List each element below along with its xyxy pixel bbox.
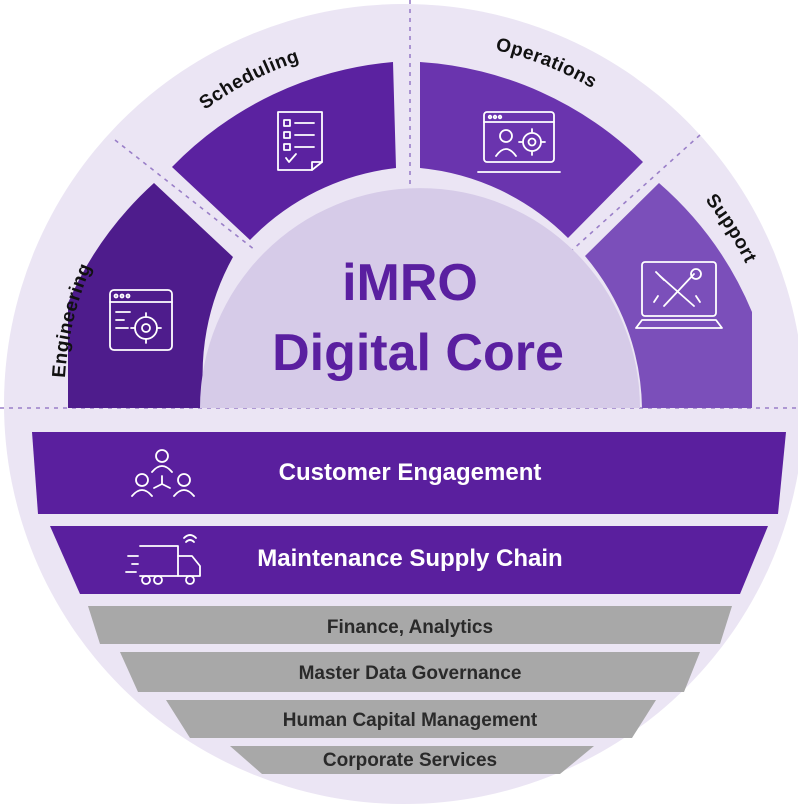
band-maintenance-supply-chain[interactable] bbox=[50, 526, 768, 594]
user-network-icon bbox=[131, 449, 195, 497]
layer-label-human-capital-management: Human Capital Management bbox=[283, 710, 538, 731]
checklist-document-icon bbox=[277, 111, 323, 171]
segment-support[interactable] bbox=[585, 183, 752, 408]
monitor-user-gear-icon bbox=[477, 111, 561, 173]
engineering-window-gear-icon bbox=[109, 289, 173, 351]
layer-finance-analytics[interactable] bbox=[88, 606, 732, 644]
core-area bbox=[200, 188, 640, 408]
segment-scheduling[interactable] bbox=[172, 62, 396, 240]
laptop-tools-icon bbox=[635, 261, 723, 329]
delivery-truck-icon bbox=[125, 534, 201, 585]
band-label-customer-engagement: Customer Engagement bbox=[279, 459, 542, 486]
layer-master-data-governance[interactable] bbox=[120, 652, 700, 692]
segment-engineering[interactable] bbox=[68, 183, 233, 408]
core-title-line1: iMRO bbox=[342, 254, 478, 312]
layer-human-capital-management[interactable] bbox=[166, 700, 656, 738]
core-title-line2: Digital Core bbox=[272, 324, 564, 382]
layer-label-master-data-governance: Master Data Governance bbox=[299, 663, 522, 684]
layer-label-finance-analytics: Finance, Analytics bbox=[327, 617, 493, 638]
layer-corporate-services[interactable] bbox=[230, 746, 594, 774]
band-label-maintenance-supply-chain: Maintenance Supply Chain bbox=[257, 545, 562, 572]
segment-operations[interactable] bbox=[420, 62, 643, 238]
band-customer-engagement[interactable] bbox=[32, 432, 786, 514]
layer-label-corporate-services: Corporate Services bbox=[323, 750, 497, 771]
